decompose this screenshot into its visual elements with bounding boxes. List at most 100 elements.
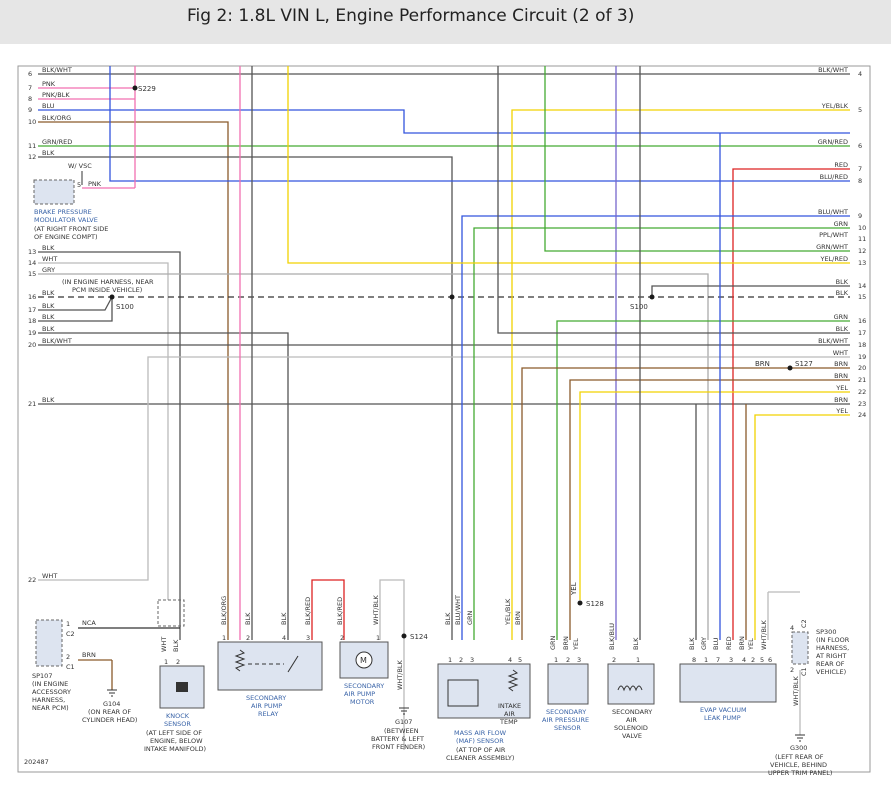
sp300-note-1: (IN FLOOR [816, 636, 850, 644]
sp107-wire-brn: BRN [82, 651, 96, 659]
splice-dot-s128 [577, 600, 583, 606]
wire-grn-10 [473, 227, 850, 640]
g107-name: G107 [395, 718, 412, 726]
wvsc-label: W/ VSC [68, 162, 92, 170]
relay-name-2: AIR PUMP [251, 702, 282, 710]
brake-valve-note-2: OF ENGINE COMPT) [34, 233, 98, 241]
left-pin-7: 7 [28, 84, 32, 92]
knock-note-1: (AT LEFT SIDE OF [146, 729, 202, 737]
maf-note-2: CLEANER ASSEMBLY) [446, 754, 514, 762]
motor-name-3: MOTOR [350, 698, 375, 706]
wire-grnwht-12 [544, 66, 850, 252]
right-pin-20: 20 [858, 364, 866, 372]
left-pin-6: 6 [28, 70, 32, 78]
evap-name-2: LEAK PUMP [704, 714, 741, 722]
maf-name-1: MASS AIR FLOW [454, 729, 507, 737]
motor-symbol-circle [355, 651, 373, 669]
left-pin-16: 16 [28, 293, 36, 301]
brake-valve-name-2: MODULATOR VALVE [34, 216, 98, 224]
relay-name-3: RELAY [258, 710, 278, 718]
right-pin-23: 23 [858, 400, 866, 408]
g107-note-3: FRONT FENDER) [372, 743, 425, 751]
wire-yelblk-5 [511, 109, 850, 640]
maf-element [447, 679, 479, 707]
g300-ground: G300 (LEFT REAR OF VEHICLE, BEHIND UPPER… [768, 734, 832, 777]
relay-name-1: SECONDARY [246, 694, 286, 702]
knock-connector-shell [157, 599, 185, 627]
evap-pin-7: 7 [716, 656, 720, 664]
g300-note-3: UPPER TRIM PANEL) [768, 769, 832, 777]
left-pin-10: 10 [28, 118, 36, 126]
sp300-name: SP300 [816, 628, 836, 636]
g104-ground: G104 (ON REAR OF CYLINDER HEAD) [82, 689, 137, 724]
right-wire-label-8: BLU/RED [820, 173, 848, 181]
wire-blu-9 [38, 109, 850, 134]
wire-blk-17r [497, 66, 850, 334]
wire-blk-12 [38, 156, 453, 640]
motor-wire-whtblk: WHT/BLK [372, 594, 380, 625]
left-pin-17: 17 [28, 306, 36, 314]
right-pin-15: 15 [858, 293, 866, 301]
left-wire-label-19: BLK [42, 325, 55, 333]
right-circuit-labels: 4BLK/WHT5YEL/BLK6GRN/RED7RED8BLU/RED9BLU… [816, 66, 866, 419]
relay-switch-arm [287, 655, 299, 673]
wire-brn-20 [521, 367, 850, 640]
secondary-air-pump-motor: BLK/RED WHT/BLK 2 1 M SECONDARY AIR PUMP… [336, 594, 389, 706]
relay-wire-2: BLK [244, 612, 252, 625]
evap-wire-blk: BLK [688, 637, 696, 650]
left-wire-label-18: BLK [42, 313, 55, 321]
right-wire-label-24: YEL [835, 407, 848, 415]
evap-wire-yel: YEL [747, 638, 755, 651]
right-wire-label-17: BLK [836, 325, 849, 333]
aps-pin-3: 3 [577, 656, 581, 664]
splice-dot-s100-right [649, 294, 655, 300]
knock-note-3: INTAKE MANIFOLD) [144, 745, 206, 753]
sol-body [607, 663, 655, 705]
maf-name-2: (MAF) SENSOR [456, 737, 504, 745]
right-wire-label-9: BLU/WHT [818, 208, 848, 216]
wire-blk-13 [38, 251, 181, 640]
wire-yel-24 [754, 414, 850, 640]
right-pin-17: 17 [858, 329, 866, 337]
g107-ground: WHT/BLK G107 (BETWEEN BATTERY & LEFT FRO… [371, 659, 425, 751]
left-wire-label-11: GRN/RED [42, 138, 72, 146]
brake-valve-name-1: BRAKE PRESSURE [34, 208, 92, 216]
sp107-pin-c1: C1 [66, 663, 75, 671]
right-pin-19: 19 [858, 353, 866, 361]
maf-pin-4: 4 [508, 656, 512, 664]
maf-thermistor [507, 669, 519, 692]
left-wire-label-15: GRY [42, 266, 55, 274]
evap-pin-6: 6 [768, 656, 772, 664]
maf-pin-2: 2 [459, 656, 463, 664]
sp107-note-4: NEAR PCM) [32, 704, 69, 712]
right-pin-22: 22 [858, 388, 866, 396]
maf-wire-2: BLU/WHT [454, 595, 462, 625]
left-pin-22: 22 [28, 576, 36, 584]
right-pin-7: 7 [858, 165, 862, 173]
aps-wire-brn: BRN [562, 636, 570, 650]
aps-name-3: SENSOR [554, 724, 581, 732]
maf-sensor: BLK BLU/WHT GRN YEL/BLK BRN 1 2 3 4 5 IN… [437, 595, 531, 762]
evap-body [679, 663, 777, 703]
wire-blk-18 [38, 297, 113, 322]
relay-wire-4: BLK/RED [304, 597, 312, 625]
sol-name-1: SECONDARY [612, 708, 652, 716]
splice-label-s100-left: S100 [116, 303, 134, 311]
wire-blk-17 [38, 296, 113, 311]
right-wire-label-10: GRN [834, 220, 849, 228]
relay-pin-2: 2 [246, 634, 250, 642]
right-pin-8: 8 [858, 177, 862, 185]
left-pin-20: 20 [28, 341, 36, 349]
left-pin-15: 15 [28, 270, 36, 278]
right-pin-16: 16 [858, 317, 866, 325]
knock-wire-wht: WHT [160, 637, 168, 652]
sol-pin-1: 1 [636, 656, 640, 664]
aps-pin-1: 1 [554, 656, 558, 664]
knock-name-2: SENSOR [164, 720, 191, 728]
evap-vacuum-leak-pump: BLK GRY BLU RED BRN YEL WHT/BLK 8 1 7 3 … [679, 619, 777, 722]
sol-pin-2: 2 [612, 656, 616, 664]
left-wire-label-21: BLK [42, 396, 55, 404]
brake-wire-label: PNK [88, 180, 102, 188]
sp107-pin-1: 1 [66, 620, 70, 628]
